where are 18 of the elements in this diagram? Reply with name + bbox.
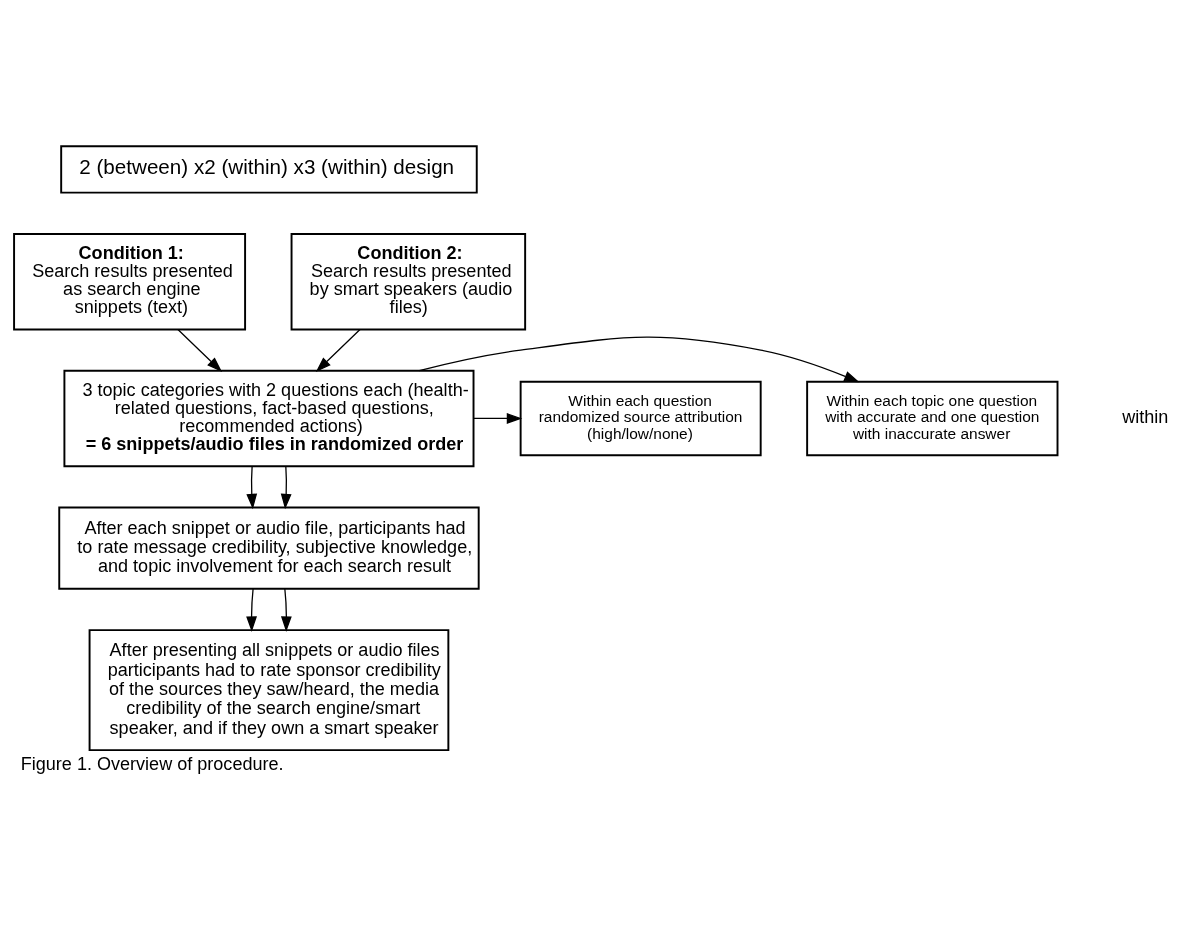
arrow [315, 328, 361, 372]
node-box: Within each topic one question with accurate and one question with inaccurate answer [806, 380, 1059, 456]
node-box: 3 topic categories with 2 questions each (health-related questions, fact-based questions, recommended actions) = 6 snippets/audio files in randomized order [63, 369, 475, 467]
caption: Figure 1. Overview of procedure. [20, 753, 284, 774]
arrow [246, 465, 258, 509]
arrow [280, 465, 292, 509]
node-box: Condition 1: Search results presented as search engine snippets (text) [13, 232, 247, 330]
node-box: Condition 2: Search results presented by smart speakers (audio files) [290, 232, 527, 330]
arrow [418, 336, 860, 382]
node-box: Within each question randomized source attribution (high/low/none) [519, 380, 762, 456]
arrow [246, 587, 257, 632]
node-box: After presenting all snippets or audio files participants had to rate sponsor credibility of the sources they saw/heard, the media credibility of the search engine/smart speaker, and if they own a smart speaker [88, 628, 450, 751]
node-box: 2 (between) x2 (within) x3 (within) design [60, 144, 478, 194]
arrow [177, 328, 223, 372]
arrow [280, 587, 292, 632]
node-box: After each snippet or audio file, participants had to rate message credibility, subjective knowledge, and topic involvement for each search result [58, 506, 480, 590]
label: within [1122, 406, 1169, 427]
arrow [473, 412, 523, 424]
